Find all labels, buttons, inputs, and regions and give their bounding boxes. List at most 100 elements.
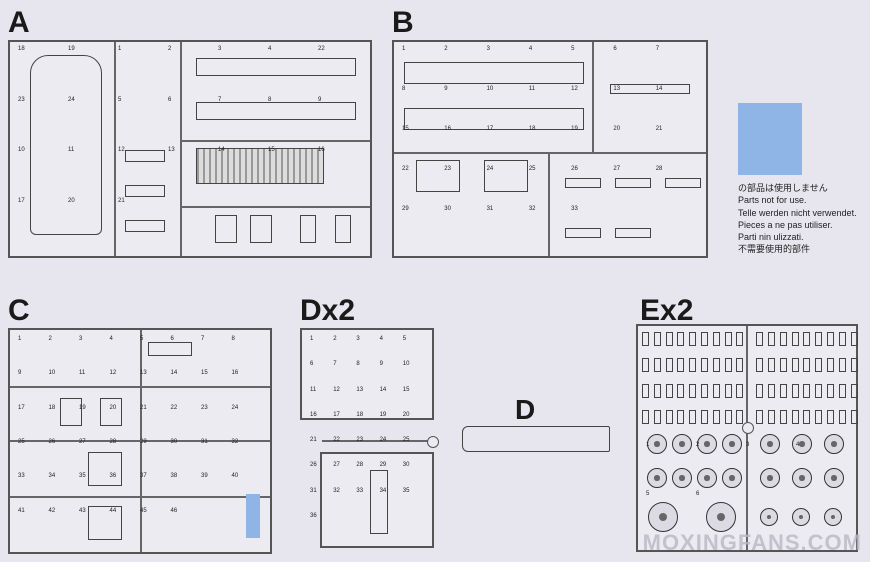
sprue-a-divider-3 [182,140,370,142]
sprue-b-bar-detail [610,84,690,94]
part-number-a-23: 23 [18,96,25,103]
part-number-d-32: 32 [333,487,340,494]
track-link [803,384,811,398]
part-number-b-15: 15 [402,126,409,132]
track-link [756,332,764,346]
track-link [850,410,858,424]
part-number-d-28: 28 [356,462,364,469]
part-number-b-30: 30 [444,206,451,212]
track-link [653,332,661,346]
legend-line-jp: の部品は使用しません [738,183,828,193]
part-number-a-18: 18 [18,46,25,52]
part-number-d-26: 26 [310,462,317,469]
part-number-a-20: 20 [68,197,75,204]
part-number-b-32: 32 [528,206,536,212]
sprue-b-plate-4 [565,228,601,238]
sprue-label-b: B [392,6,414,39]
part-number-e-5: 5 [646,491,650,497]
part-number-b-25: 25 [528,166,536,172]
legend-line-de: Telle werden nicht verwendet. [738,207,857,218]
part-number-b-3: 3 [486,46,490,52]
track-link [779,358,787,372]
legend-line-fr: Pieces a ne pas utiliser. [738,219,833,230]
sprue-e-wheel-1 [647,434,667,454]
part-number-c-16: 16 [231,370,239,377]
part-number-c-18: 18 [48,404,56,411]
part-number-b-4: 4 [528,46,533,52]
sprue-b-plate-1 [565,178,601,188]
track-link [815,410,823,424]
sprue-e-wheel-13 [792,468,812,488]
part-number-d-25: 25 [402,437,410,443]
part-number-a-16: 16 [318,147,325,153]
part-number-b-14: 14 [655,86,663,92]
track-link [724,384,732,398]
track-link [689,332,697,346]
track-link [653,384,661,398]
track-link [827,384,834,398]
sprue-a-small-part-1 [125,150,165,162]
sprue-c-divider-4 [140,330,142,552]
track-link [756,384,764,398]
part-number-b-27: 27 [613,166,621,172]
part-number-d-23: 23 [356,437,364,443]
track-link [736,384,744,398]
track-link [642,358,649,372]
part-number-c-24: 24 [231,404,239,411]
part-number-c-26: 26 [48,439,56,445]
part-number-d-12: 12 [333,386,340,393]
sprue-b-side-panel-1 [404,62,584,84]
track-link [701,358,708,372]
track-link [665,358,673,372]
part-number-a-1: 1 [118,46,122,52]
part-number-a-14: 14 [218,147,225,153]
part-number-a-15: 15 [268,147,275,153]
part-number-a-2: 2 [168,46,172,52]
part-number-b-7: 7 [655,46,660,52]
track-link [677,358,685,372]
sprue-e-wheel-3 [697,434,717,454]
sprue-label-ex2: Ex2 [640,294,694,327]
part-number-b-9: 9 [444,86,448,92]
part-number-c-4: 4 [109,336,113,342]
part-number-c-12: 12 [109,370,117,377]
part-number-d-22: 22 [333,437,340,443]
sprue-a-small-part-3 [125,220,165,232]
part-number-c-37: 37 [140,473,147,480]
track-link [677,410,685,424]
unused-parts-color-swatch [738,103,802,175]
part-number-c-20: 20 [109,404,117,411]
part-number-a-24: 24 [68,96,75,103]
part-number-c-10: 10 [48,370,56,377]
part-number-b-31: 31 [486,206,494,212]
part-number-a-6: 6 [168,96,172,103]
sprue-b-divider-2 [592,42,594,152]
track-link [768,410,775,424]
track-link [791,332,799,346]
part-number-c-31: 31 [201,439,208,445]
part-number-b-22: 22 [402,166,409,172]
part-number-d-19: 19 [379,411,387,418]
part-number-d-24: 24 [379,437,387,443]
track-link [724,332,732,346]
part-number-e-3: 3 [746,442,750,448]
sprue-e-small-wheel-2 [792,508,810,526]
part-number-d-14: 14 [379,386,387,393]
sprue-e-wheel-12 [760,468,780,488]
sprue-b-fender-1 [416,160,460,192]
part-number-a-11: 11 [68,147,75,153]
sprue-a-hinge-4 [335,215,351,243]
sprue-a-hinge-3 [300,215,316,243]
track-link [736,410,744,424]
part-number-b-8: 8 [402,86,406,92]
track-link [779,332,787,346]
part-number-c-29: 29 [140,439,147,445]
sprue-a-small-part-2 [125,185,165,197]
sprue-b-plate-2 [615,178,651,188]
track-link [701,332,708,346]
part-number-b-24: 24 [486,166,494,172]
sprue-d-beam [370,470,388,534]
part-number-c-22: 22 [170,404,178,411]
legend-line-en: Parts not for use. [738,195,807,206]
part-number-c-36: 36 [109,473,117,480]
